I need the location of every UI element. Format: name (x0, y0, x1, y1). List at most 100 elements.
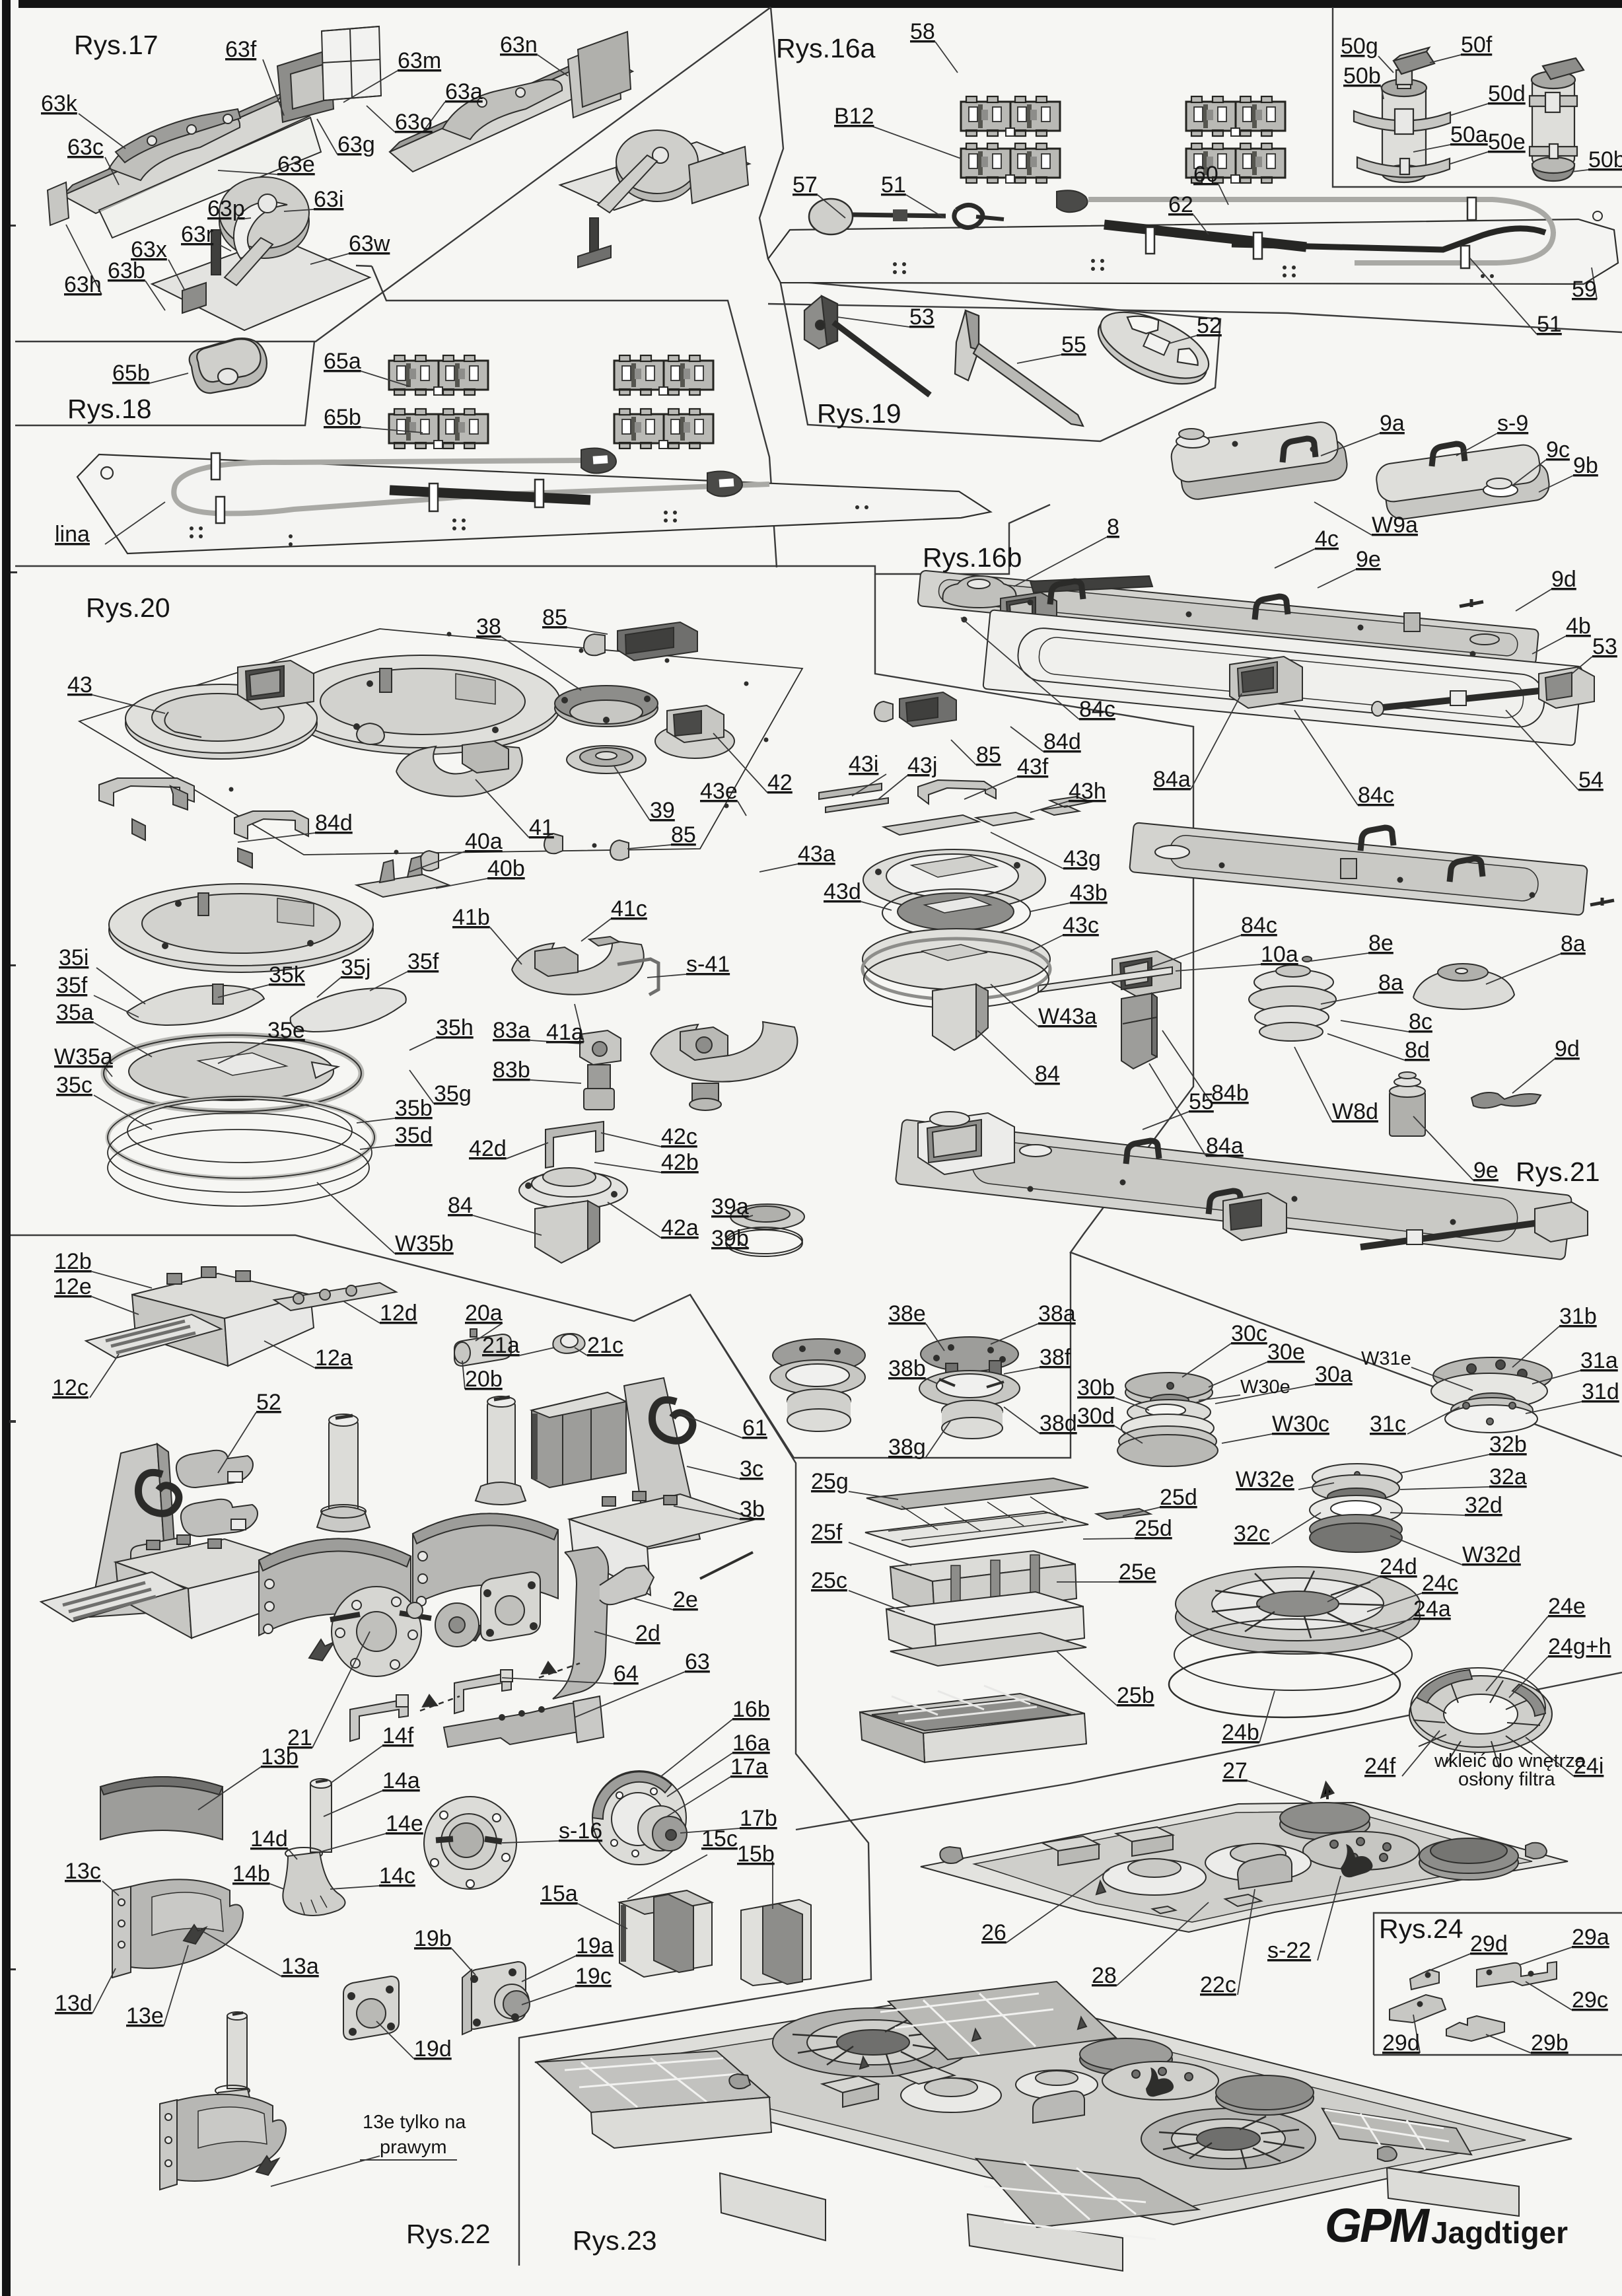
svg-text:84c: 84c (1358, 783, 1394, 808)
svg-text:84b: 84b (1211, 1081, 1249, 1106)
svg-text:Jagdtiger: Jagdtiger (1431, 2215, 1568, 2250)
svg-text:84: 84 (448, 1193, 473, 1218)
svg-text:38a: 38a (1038, 1301, 1076, 1326)
svg-text:52: 52 (256, 1390, 281, 1415)
svg-text:21: 21 (287, 1725, 312, 1750)
svg-text:50f: 50f (1461, 32, 1493, 57)
svg-text:25b: 25b (1117, 1683, 1154, 1708)
svg-text:Rys.16a: Rys.16a (776, 33, 876, 63)
svg-text:35f: 35f (407, 949, 439, 974)
svg-text:12e: 12e (54, 1274, 92, 1299)
svg-text:25g: 25g (811, 1469, 849, 1494)
svg-text:W43a: W43a (1038, 1004, 1097, 1029)
svg-text:20a: 20a (465, 1301, 503, 1326)
svg-text:B12: B12 (834, 104, 874, 129)
svg-text:50b: 50b (1588, 147, 1622, 172)
svg-text:24g+h: 24g+h (1548, 1634, 1611, 1659)
svg-text:31d: 31d (1582, 1379, 1619, 1404)
svg-text:84a: 84a (1153, 767, 1191, 792)
svg-text:65b: 65b (112, 361, 150, 386)
svg-text:31b: 31b (1559, 1304, 1597, 1329)
svg-text:43e: 43e (700, 779, 738, 804)
svg-text:30c: 30c (1231, 1321, 1267, 1346)
svg-text:43b: 43b (1070, 880, 1108, 906)
svg-text:12d: 12d (380, 1301, 417, 1326)
svg-text:17b: 17b (740, 1806, 777, 1831)
svg-text:24b: 24b (1222, 1720, 1259, 1745)
svg-text:29b: 29b (1531, 2030, 1569, 2056)
svg-text:35k: 35k (269, 962, 306, 987)
svg-text:29a: 29a (1572, 1925, 1609, 1950)
svg-text:21c: 21c (587, 1333, 623, 1358)
svg-text:24i: 24i (1574, 1754, 1604, 1779)
svg-text:59: 59 (1572, 277, 1597, 302)
svg-text:50b: 50b (1343, 63, 1381, 89)
svg-text:14a: 14a (382, 1768, 420, 1793)
svg-text:39a: 39a (711, 1194, 749, 1219)
svg-text:52: 52 (1197, 313, 1222, 338)
svg-text:12b: 12b (54, 1249, 92, 1274)
svg-text:16b: 16b (732, 1697, 770, 1722)
svg-text:Rys.21: Rys.21 (1516, 1157, 1600, 1187)
svg-text:12a: 12a (315, 1345, 353, 1371)
svg-text:24c: 24c (1422, 1571, 1458, 1596)
svg-text:9e: 9e (1356, 547, 1381, 572)
svg-text:42b: 42b (661, 1150, 699, 1175)
svg-text:51: 51 (881, 172, 906, 197)
svg-text:85: 85 (671, 822, 696, 847)
svg-text:63i: 63i (314, 187, 343, 212)
svg-text:W30e: W30e (1240, 1377, 1290, 1398)
svg-text:35g: 35g (434, 1081, 472, 1106)
svg-text:43: 43 (67, 672, 92, 698)
svg-text:63m: 63m (398, 48, 441, 73)
svg-text:13c: 13c (65, 1859, 101, 1884)
svg-text:4c: 4c (1315, 526, 1339, 552)
svg-text:s-22: s-22 (1267, 1938, 1311, 1963)
svg-text:8c: 8c (1409, 1009, 1432, 1034)
svg-text:35b: 35b (395, 1096, 433, 1121)
svg-text:43c: 43c (1063, 913, 1099, 938)
svg-text:8d: 8d (1405, 1038, 1430, 1063)
svg-text:s-16: s-16 (559, 1818, 602, 1844)
svg-text:41: 41 (529, 815, 554, 840)
svg-text:63o: 63o (395, 110, 433, 135)
svg-text:63c: 63c (67, 135, 104, 160)
svg-text:35h: 35h (436, 1015, 474, 1040)
svg-text:25f: 25f (811, 1520, 843, 1545)
svg-text:21a: 21a (482, 1333, 520, 1358)
svg-text:63r: 63r (181, 222, 213, 247)
svg-text:Rys.24: Rys.24 (1379, 1914, 1463, 1944)
svg-text:29c: 29c (1572, 1988, 1608, 2013)
svg-text:26: 26 (981, 1920, 1006, 1945)
svg-text:22c: 22c (1200, 1972, 1236, 1997)
svg-text:29d: 29d (1470, 1931, 1508, 1956)
svg-text:19c: 19c (575, 1964, 612, 1989)
svg-text:63e: 63e (277, 152, 315, 177)
svg-text:24e: 24e (1548, 1594, 1586, 1619)
svg-text:38b: 38b (888, 1356, 926, 1381)
svg-text:43a: 43a (798, 842, 835, 867)
svg-text:55: 55 (1189, 1089, 1214, 1114)
svg-text:63f: 63f (225, 37, 257, 62)
svg-text:32a: 32a (1489, 1464, 1527, 1489)
svg-text:42d: 42d (469, 1136, 507, 1161)
svg-text:35j: 35j (341, 955, 370, 980)
svg-text:63g: 63g (337, 132, 375, 157)
svg-text:31c: 31c (1370, 1412, 1406, 1437)
svg-text:35f: 35f (56, 973, 88, 998)
svg-text:9a: 9a (1380, 411, 1405, 436)
svg-text:63b: 63b (108, 258, 145, 283)
svg-text:41b: 41b (452, 905, 490, 930)
svg-text:42c: 42c (661, 1124, 697, 1149)
svg-text:63k: 63k (41, 91, 78, 116)
svg-text:50e: 50e (1488, 129, 1526, 155)
svg-text:31a: 31a (1580, 1348, 1618, 1373)
svg-text:62: 62 (1168, 192, 1193, 217)
svg-text:29d: 29d (1382, 2030, 1420, 2056)
svg-text:63a: 63a (445, 79, 483, 104)
svg-text:13e: 13e (126, 2003, 164, 2028)
svg-text:10a: 10a (1261, 942, 1298, 967)
svg-text:51: 51 (1537, 312, 1562, 337)
svg-text:9e: 9e (1473, 1158, 1499, 1183)
svg-text:19b: 19b (414, 1926, 452, 1951)
